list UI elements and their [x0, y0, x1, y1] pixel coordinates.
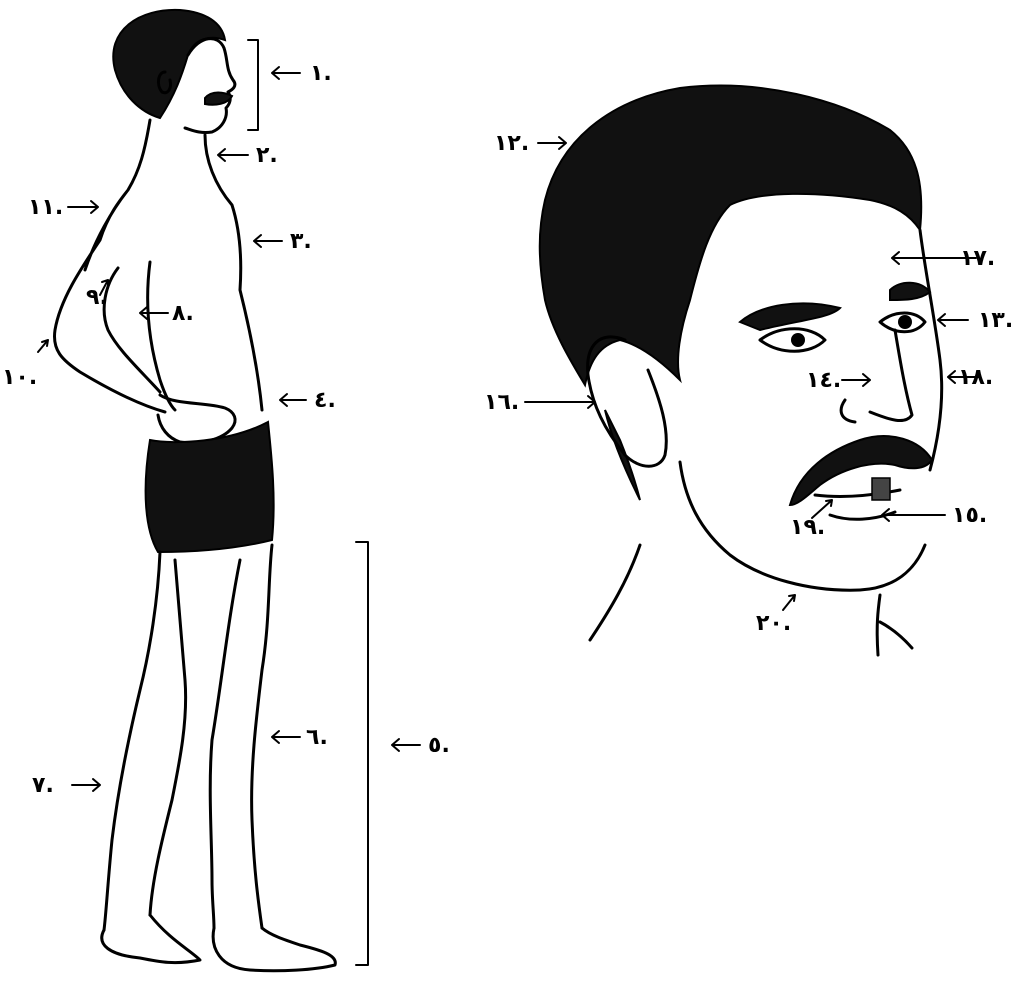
head-teeth — [872, 478, 890, 500]
label-5: ٥. — [428, 733, 450, 758]
standing-man-feet — [102, 915, 336, 971]
label-12: ۱۲. — [494, 131, 529, 156]
label-13: ۱۳. — [978, 308, 1013, 333]
head-closeup-figure: ۱۲. ۱۳. ۱٤. ۱٥. ۱٦. ۱٧. ۱٨. ۱٩. ۲۰. — [484, 86, 1013, 655]
label-8: ٨. — [172, 301, 194, 326]
left-figure-arrows — [38, 67, 420, 791]
label-2: ۲. — [256, 143, 278, 168]
label-9: ٩. — [86, 285, 108, 310]
head-pupil-right — [898, 315, 912, 329]
label-1: ۱. — [310, 61, 332, 86]
label-20: ۲۰. — [756, 611, 791, 636]
standing-man-shorts — [146, 422, 274, 552]
head-brow-right — [890, 283, 930, 300]
head-brow-left — [740, 303, 840, 330]
leg-bracket — [356, 542, 368, 965]
label-16: ۱٦. — [484, 390, 519, 415]
standing-man-legs — [104, 545, 272, 930]
label-14: ۱٤. — [806, 368, 841, 393]
label-18: ۱٨. — [958, 365, 993, 390]
standing-man-face — [185, 39, 235, 133]
label-7: ٧. — [32, 773, 54, 798]
head-sideburn — [605, 410, 640, 500]
label-4: ٤. — [314, 388, 336, 413]
label-19: ۱٩. — [790, 515, 825, 540]
head-nose — [841, 330, 912, 422]
head-pupil-left — [791, 333, 805, 347]
standing-man-figure: ۱. ۲. ۳. ٤. ٥. ٦. ٧. ٨. ٩. ۱۰. ۱۱. — [2, 10, 450, 971]
label-11: ۱۱. — [28, 195, 63, 220]
label-10: ۱۰. — [2, 365, 37, 390]
standing-man-back — [148, 262, 175, 410]
standing-man-forearm — [104, 268, 160, 392]
head-neck — [590, 545, 912, 655]
label-17: ۱٧. — [960, 246, 995, 271]
label-3: ۳. — [290, 229, 312, 254]
label-6: ٦. — [306, 725, 328, 750]
label-15: ۱٥. — [952, 503, 987, 528]
head-bracket — [248, 40, 258, 130]
